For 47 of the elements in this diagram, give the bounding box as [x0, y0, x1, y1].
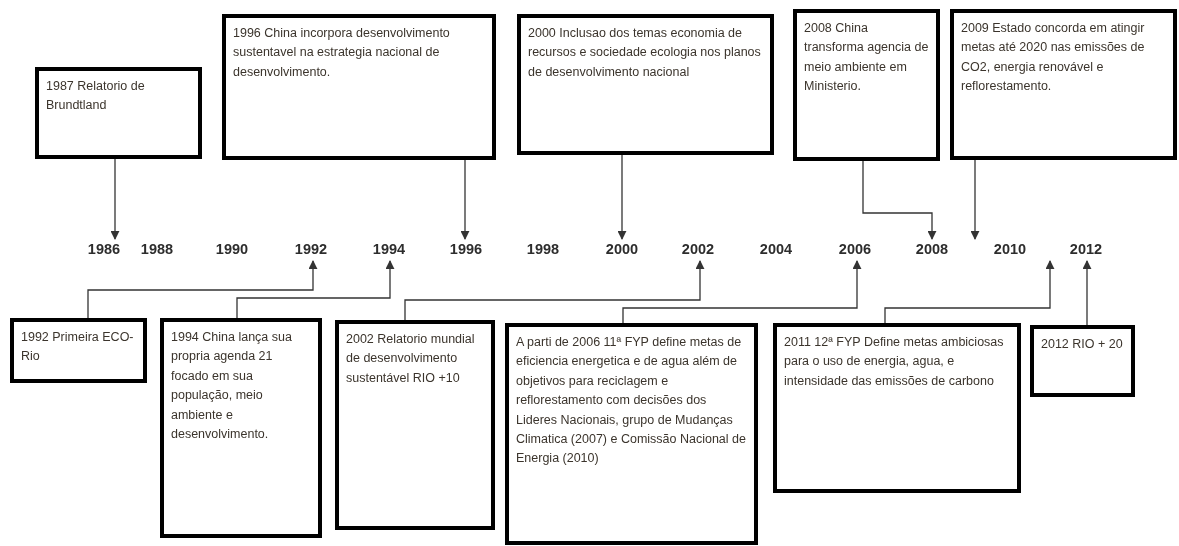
event-box: [950, 9, 1177, 160]
arrow: [862, 160, 937, 240]
year-label: 2000: [597, 239, 647, 261]
arrow: [617, 154, 627, 240]
arrow: [460, 159, 470, 240]
event-box: [222, 14, 496, 160]
event-box: [793, 9, 940, 161]
year-label: 2010: [985, 239, 1035, 261]
year-label: 2004: [751, 239, 801, 261]
event-box: [517, 14, 774, 155]
event-box: [10, 318, 147, 383]
event-box: [160, 318, 322, 538]
event-text: 1994 China lança sua propria agenda 21 focado em sua população, meio ambiente e desenvolvimento.: [171, 329, 293, 443]
year-label: 1998: [518, 239, 568, 261]
event-box: [773, 323, 1021, 493]
event-box: [335, 320, 495, 530]
event-text: 2000 Inclusao dos temas economia de recursos e sociedade ecologia nos planos de desenvolvimento nacional: [528, 25, 762, 81]
event-box: [35, 67, 202, 159]
arrow: [87, 260, 318, 319]
event-text: A parti de 2006 11ª FYP define metas de eficiencia energetica e de agua além de objetivos para reciclagem e reflorestamento com decisões dos Lideres Nacionais, grupo de Mudanças Climatica (2007) e Comissão Nacional de Energia (2010): [516, 334, 747, 468]
arrow: [622, 260, 862, 324]
year-label: 1988: [132, 239, 182, 261]
event-text: 2012 RIO + 20: [1041, 336, 1124, 353]
event-text: 2002 Relatorio mundial de desenvolvimento sustentável RIO +10: [346, 331, 476, 387]
arrow: [110, 158, 120, 240]
arrow: [970, 159, 980, 240]
year-label: 1990: [207, 239, 257, 261]
event-text: 1992 Primeira ECO-Rio: [21, 329, 135, 366]
event-box: [505, 323, 758, 545]
event-text: 2009 Estado concorda em atingir metas até 2020 nas emissões de CO2, energia renovável e reflorestamento.: [961, 20, 1146, 96]
arrow: [884, 260, 1055, 324]
year-label: 1992: [286, 239, 336, 261]
year-label: 1994: [364, 239, 414, 261]
arrow: [404, 260, 705, 321]
event-text: 2008 China transforma agencia de meio ambiente em Ministerio.: [804, 20, 929, 96]
year-label: 2002: [673, 239, 723, 261]
event-text: 1996 China incorpora desenvolvimento sustentavel na estrategia nacional de desenvolvimento.: [233, 25, 451, 81]
arrow: [236, 260, 395, 319]
year-label: 2006: [830, 239, 880, 261]
arrow: [1082, 260, 1092, 326]
year-label: 2008: [907, 239, 957, 261]
event-text: 1987 Relatorio de Brundtland: [46, 78, 146, 115]
year-label: 2012: [1061, 239, 1111, 261]
year-label: 1986: [79, 239, 129, 261]
event-text: 2011 12ª FYP Define metas ambiciosas para o uso de energia, agua, e intensidade das emissões de carbono: [784, 334, 1005, 390]
event-box: [1030, 325, 1135, 397]
year-label: 1996: [441, 239, 491, 261]
